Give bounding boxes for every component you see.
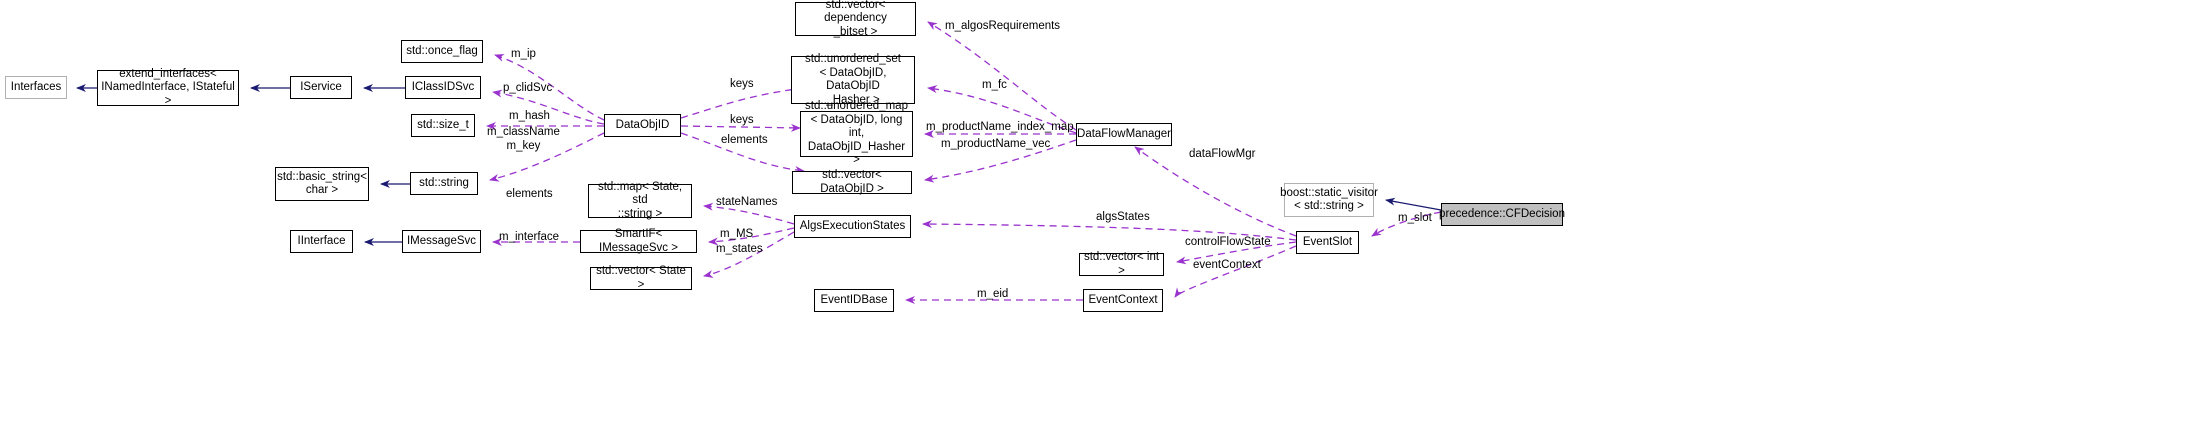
node-std-once-flag[interactable]: std::once_flag xyxy=(401,40,483,63)
edge-label-eventcontext: eventContext xyxy=(1193,259,1261,271)
node-std-basic-string[interactable]: std::basic_string< char > xyxy=(275,167,369,201)
node-std-vector-dataobjid[interactable]: std::vector< DataObjID > xyxy=(792,169,912,195)
node-std-size-t[interactable]: std::size_t xyxy=(411,114,475,137)
node-eventidbase[interactable]: EventIDBase xyxy=(814,289,894,312)
edge-label-m-states: m_states xyxy=(716,243,763,255)
edge-label-m-eid: m_eid xyxy=(977,288,1009,300)
node-interfaces[interactable]: Interfaces xyxy=(5,76,67,99)
edge-label-m-ip: m_ip xyxy=(511,48,536,60)
edge-label-elements-dataobjid: elements xyxy=(721,134,768,146)
node-std-string[interactable]: std::string xyxy=(410,172,478,195)
edge-label-m-ms: m_MS xyxy=(720,228,754,240)
edge-label-m-algosrequirements: m_algosRequirements xyxy=(945,20,1061,32)
edge-label-m-productname-vec: m_productName_vec xyxy=(941,138,1051,150)
edge-label-m-fc: m_fc xyxy=(982,79,1007,91)
edge-label-elements-string: elements xyxy=(506,188,553,200)
node-std-map-state-string[interactable]: std::map< State, std ::string > xyxy=(588,181,692,220)
node-extend-interfaces[interactable]: extend_interfaces< INamedInterface, ISta… xyxy=(97,68,239,107)
node-std-unordered-map[interactable]: std::unordered_map < DataObjID, long int… xyxy=(800,100,913,166)
node-algsexecutionstates[interactable]: AlgsExecutionStates xyxy=(794,215,911,238)
edge-label-dataflowmgr: dataFlowMgr xyxy=(1189,148,1256,160)
node-dataflowmanager[interactable]: DataFlowManager xyxy=(1076,123,1172,146)
node-dataobjid[interactable]: DataObjID xyxy=(604,114,681,137)
edge-label-m-interface: m_interface xyxy=(499,231,560,243)
node-smartif-imessagesvc[interactable]: SmartIF< IMessageSvc > xyxy=(580,228,697,254)
edge-label-statenames: stateNames xyxy=(716,196,778,208)
node-iclassidsvc[interactable]: IClassIDSvc xyxy=(405,76,481,99)
node-eventslot[interactable]: EventSlot xyxy=(1296,231,1359,254)
edge-label-keys-top: keys xyxy=(730,78,754,90)
node-boost-static-visitor[interactable]: boost::static_visitor < std::string > xyxy=(1280,183,1378,217)
node-imessagesvc[interactable]: IMessageSvc xyxy=(402,230,481,253)
node-iinterface[interactable]: IInterface xyxy=(290,230,353,253)
node-std-vector-int[interactable]: std::vector< int > xyxy=(1079,251,1164,277)
edge-label-m-hash: m_hash xyxy=(509,110,550,122)
edge-label-m-classname-m-key: m_className m_key xyxy=(487,126,560,152)
edge-label-keys-mid: keys xyxy=(730,114,754,126)
node-eventcontext[interactable]: EventContext xyxy=(1083,289,1163,312)
edge-label-m-productname-index-map: m_productName_index_map xyxy=(926,121,1074,133)
edge-label-controlflowstate: controlFlowState xyxy=(1185,236,1271,248)
node-std-vector-depbitset[interactable]: std::vector< dependency _bitset > xyxy=(795,0,916,38)
node-std-vector-state[interactable]: std::vector< State > xyxy=(590,265,692,291)
edge-label-algsstates: algsStates xyxy=(1096,211,1150,223)
edge-label-p-clidsvc: p_clidSvc xyxy=(503,82,553,94)
node-precedence-cfdecision[interactable]: precedence::CFDecision xyxy=(1439,203,1565,226)
edge-label-m-slot: m_slot xyxy=(1398,212,1432,224)
node-iservice[interactable]: IService xyxy=(290,76,352,99)
node-std-unordered-set[interactable]: std::unordered_set < DataObjID, DataObjI… xyxy=(791,53,915,106)
